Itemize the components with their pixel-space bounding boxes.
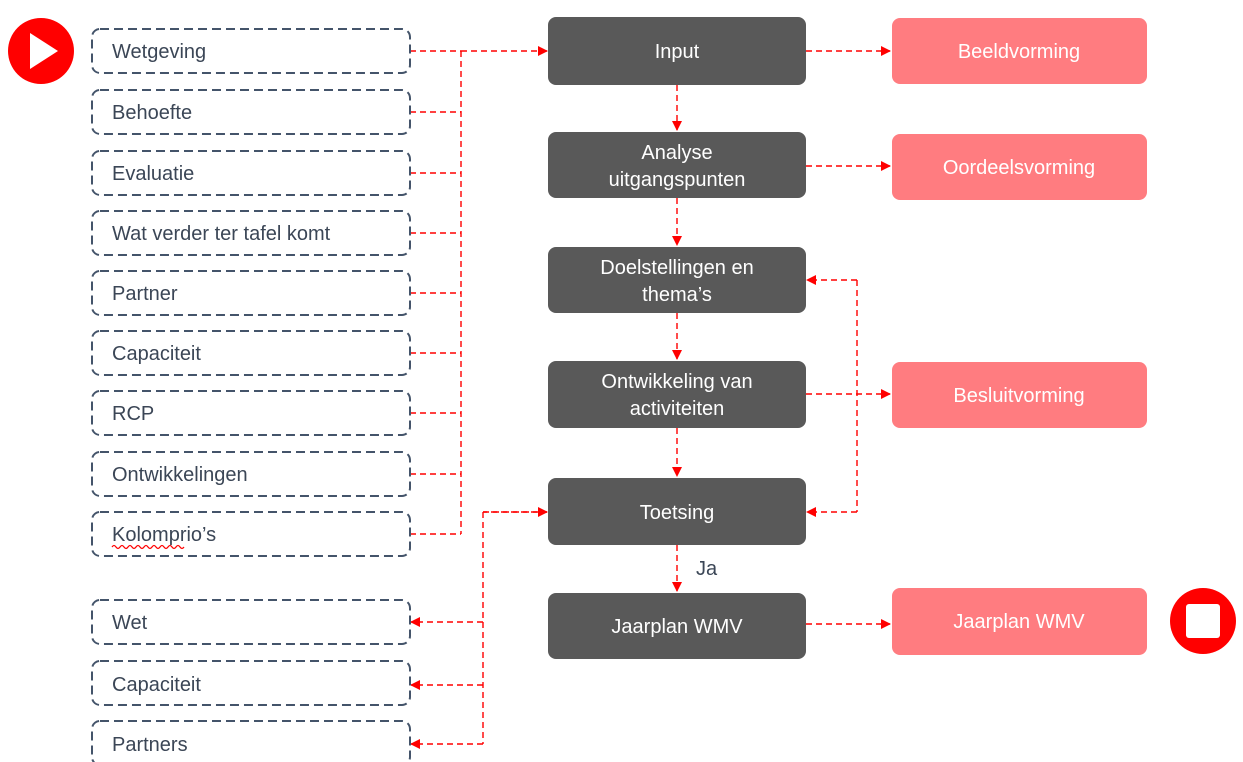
process-label: uitgangspunten (609, 169, 746, 191)
process-label: Input (655, 41, 700, 63)
input-label: Partner (112, 283, 178, 305)
feedback-item: Capaciteit (91, 660, 411, 706)
process-column: Input Analyse uitgangspunten Doelstellin… (548, 17, 806, 659)
process-label: thema’s (642, 284, 712, 306)
play-icon (8, 18, 74, 84)
output-column: Beeldvorming Oordeelsvorming Besluitvorm… (892, 18, 1147, 655)
process-label: Analyse (641, 142, 712, 164)
input-label: Behoefte (112, 102, 192, 124)
output-oordeelsvorming: Oordeelsvorming (892, 134, 1147, 200)
output-beeldvorming: Beeldvorming (892, 18, 1147, 84)
process-label: activiteiten (630, 398, 725, 420)
input-label: Wat verder ter tafel komt (112, 223, 331, 245)
output-besluitvorming: Besluitvorming (892, 362, 1147, 428)
feedback-label: Partners (112, 734, 188, 756)
process-label: Ontwikkeling van (601, 371, 752, 393)
input-item: Capaciteit (91, 330, 411, 376)
input-item: Evaluatie (91, 150, 411, 196)
input-item: Kolomprio’s (91, 511, 411, 557)
input-item: Ontwikkelingen (91, 451, 411, 497)
input-label: Wetgeving (112, 41, 206, 63)
process-label: Jaarplan WMV (611, 616, 743, 638)
input-label: Evaluatie (112, 163, 194, 185)
input-item: Partner (91, 270, 411, 316)
input-list: Wetgeving Behoefte Evaluatie Wat verder … (91, 28, 411, 557)
process-label: Doelstellingen en (600, 257, 753, 279)
input-label: Kolomprio’s (112, 524, 216, 546)
input-label: Capaciteit (112, 343, 201, 365)
input-item: Wetgeving (91, 28, 411, 74)
feedback-label: Capaciteit (112, 674, 201, 696)
input-label: Ontwikkelingen (112, 464, 248, 486)
output-jaarplan: Jaarplan WMV (892, 588, 1147, 655)
process-label: Toetsing (640, 502, 715, 524)
connectors (410, 46, 891, 749)
input-item: RCP (91, 390, 411, 436)
process-step-input: Input (548, 17, 806, 85)
process-step-ontwikkeling: Ontwikkeling van activiteiten (548, 361, 806, 428)
input-item: Wat verder ter tafel komt (91, 210, 411, 256)
feedback-list: Wet Capaciteit Partners (91, 599, 411, 762)
stop-icon (1170, 588, 1236, 654)
output-label: Besluitvorming (953, 385, 1084, 407)
feedback-label: Wet (112, 612, 148, 634)
output-label: Jaarplan WMV (953, 611, 1085, 633)
process-step-jaarplan: Jaarplan WMV (548, 593, 806, 659)
feedback-item: Partners (91, 720, 411, 762)
process-step-doelstellingen: Doelstellingen en thema’s (548, 247, 806, 313)
process-step-analyse: Analyse uitgangspunten (548, 132, 806, 198)
process-step-toetsing: Toetsing (548, 478, 806, 545)
decision-label: Ja (696, 558, 718, 580)
output-label: Beeldvorming (958, 41, 1080, 63)
input-item: Behoefte (91, 89, 411, 135)
output-label: Oordeelsvorming (943, 157, 1095, 179)
feedback-item: Wet (91, 599, 411, 645)
input-label: RCP (112, 403, 154, 425)
spellcheck-underline (111, 544, 185, 550)
